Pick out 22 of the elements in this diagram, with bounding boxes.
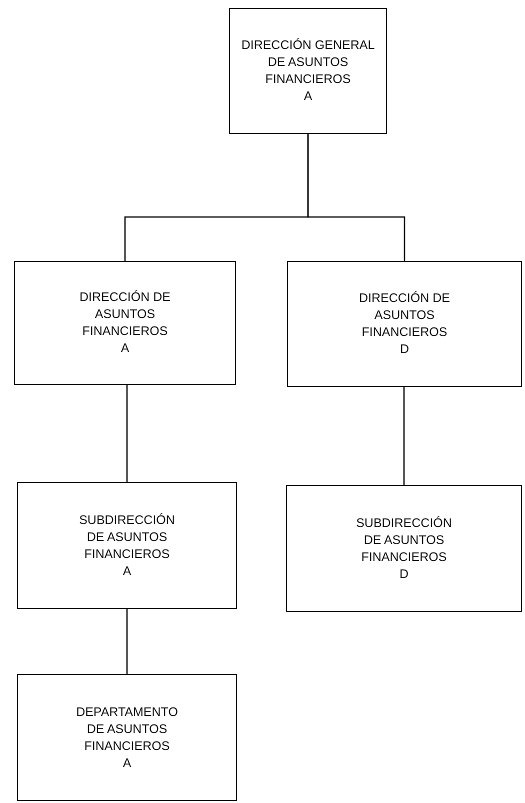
connector-line [126, 609, 128, 674]
unit-name: DIRECCIÓN DE ASUNTOS FINANCIEROS [358, 290, 451, 341]
unit-name: A [120, 340, 130, 357]
org-box [14, 261, 236, 385]
unit-name: SUBDIRECCIÓN DE ASUNTOS FINANCIEROS [78, 512, 176, 562]
connector-line [307, 134, 406, 261]
unit-name: D [398, 566, 410, 582]
unit-name: A [122, 754, 132, 772]
org-box [286, 485, 522, 612]
org-box [229, 8, 387, 134]
org-box [17, 674, 237, 801]
unit-name: A [302, 88, 314, 105]
unit-name: DIRECCIÓN DE ASUNTOS FINANCIEROS [78, 289, 172, 340]
org-box [287, 261, 522, 387]
unit-name: DEPARTAMENTO DE ASUNTOS FINANCIEROS [75, 704, 179, 754]
connector-line [403, 387, 405, 485]
connector-line [126, 385, 128, 482]
unit-name: A [122, 562, 132, 580]
unit-name: SUBDIRECCIÓN DE ASUNTOS FINANCIEROS [355, 514, 453, 566]
org-box [17, 482, 237, 609]
unit-name: DIRECCIÓN GENERAL DE ASUNTOS FINANCIEROS [240, 37, 376, 88]
unit-name: D [398, 341, 410, 358]
